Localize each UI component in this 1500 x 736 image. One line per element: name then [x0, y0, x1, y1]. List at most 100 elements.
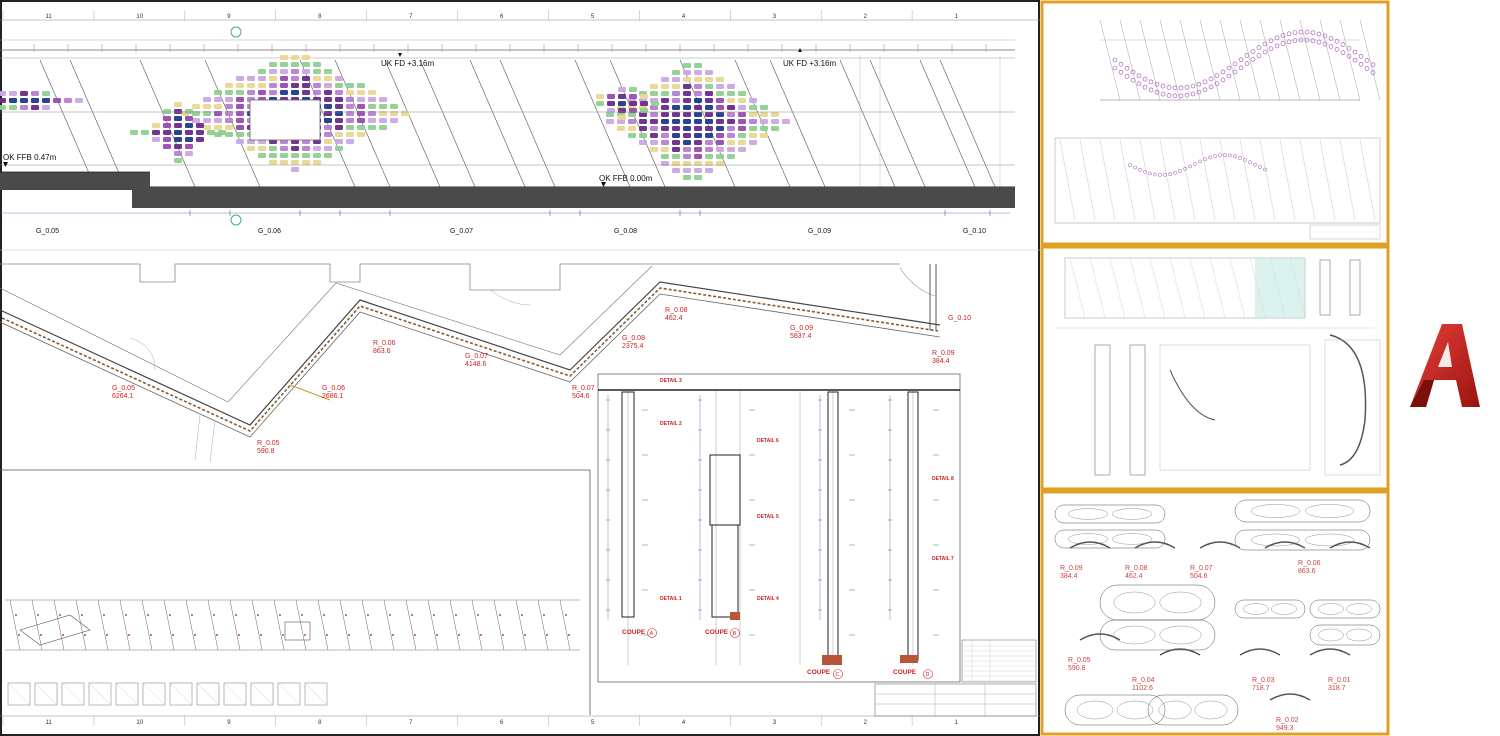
r007-value: 504.6 — [1190, 573, 1208, 580]
grid-col-top-10: 10 — [136, 14, 143, 20]
panel-label-g006: G_0.06 — [258, 228, 281, 235]
detail-8-label: DETAIL 8 — [932, 476, 954, 482]
coupe-d-label: COUPE — [893, 669, 917, 676]
grid-col-bottom-9: 9 — [227, 720, 231, 726]
plan-value-g_007: 4148.6 — [465, 361, 487, 368]
grid-col-top-2: 2 — [864, 14, 868, 20]
grid-col-top-11: 11 — [45, 14, 52, 20]
sheet3-radius-labels: R_0.09 384.4 R_0.08 462.4 R_0.07 504.6 R… — [1060, 560, 1351, 732]
plan-value-g_006: 2686.1 — [322, 393, 344, 400]
r008-value: 462.4 — [1125, 573, 1143, 580]
panel-label-g009: G_0.09 — [808, 228, 831, 235]
panel-label-g010: G_0.10 — [963, 228, 986, 235]
panel-label-g005: G_0.05 — [36, 228, 59, 235]
plan-label-g_006: G_0.06 — [322, 385, 345, 392]
coupe-b-label: COUPE — [705, 629, 729, 636]
grid-col-top-4: 4 — [682, 14, 686, 20]
r004-label: R_0.04 — [1132, 677, 1155, 684]
plan-value-r_006: 863.6 — [373, 348, 391, 355]
plan-value-r_009: 384.4 — [932, 358, 950, 365]
thumbnail-sheet-2 — [1040, 245, 1390, 491]
r002-label: R_0.02 — [1276, 717, 1299, 724]
grid-col-top-1: 1 — [955, 14, 959, 20]
r006-value: 863.6 — [1298, 568, 1316, 575]
plan-segment-labels: G_0.056264.1R_0.05590.8G_0.062686.1R_0.0… — [112, 307, 971, 455]
title-block — [874, 639, 1037, 717]
plan-label-g_010: G_0.10 — [948, 315, 971, 322]
grid-col-top-7: 7 — [409, 14, 413, 20]
panel-label-g007: G_0.07 — [450, 228, 473, 235]
grid-col-bottom-11: 11 — [45, 720, 52, 726]
grid-col-top-3: 3 — [773, 14, 777, 20]
plan-label-g_009: G_0.09 — [790, 325, 813, 332]
r006-label: R_0.06 — [1298, 560, 1321, 567]
developed-panels — [5, 599, 580, 706]
elevation-view: UK FD +3.16m UK FD +3.16m OK FFB 0.47m O… — [0, 26, 1015, 235]
detail-7-label: DETAIL 7 — [932, 556, 954, 562]
r003-value: 718.7 — [1252, 685, 1270, 692]
r003-label: R_0.03 — [1252, 677, 1275, 684]
r007-label: R_0.07 — [1190, 565, 1213, 572]
logo-letter: A — [1390, 312, 1391, 313]
plan-view: G_0.056264.1R_0.05590.8G_0.062686.1R_0.0… — [0, 263, 971, 463]
plan-label-r_007: R_0.07 — [572, 385, 595, 392]
coupe-a-label: COUPE — [622, 629, 646, 636]
plan-value-g_009: 5837.4 — [790, 333, 812, 340]
grid-col-bottom-8: 8 — [318, 720, 322, 726]
plan-label-g_005: G_0.05 — [112, 385, 135, 392]
r009-value: 384.4 — [1060, 573, 1078, 580]
level-label-uk-fd-right: UK FD +3.16m — [783, 59, 836, 68]
main-drawing: 11 10 9 8 7 6 5 4 3 2 1 11 10 9 8 7 6 5 4 3 2 1 UK FD +3.16m — [0, 0, 1040, 736]
plan-value-g_008: 2375.4 — [622, 343, 644, 350]
plan-value-g_005: 6264.1 — [112, 393, 134, 400]
r001-value: 318.7 — [1328, 685, 1346, 692]
grid-col-bottom-7: 7 — [409, 720, 413, 726]
grid-band-top: 11 10 9 8 7 6 5 4 3 2 1 — [0, 10, 1040, 21]
coupe-a-letter: A — [650, 631, 654, 637]
grid-col-top-8: 8 — [318, 14, 322, 20]
grid-col-bottom-3: 3 — [773, 720, 777, 726]
panel-label-g008: G_0.08 — [614, 228, 637, 235]
grid-col-top-5: 5 — [591, 14, 595, 20]
detail-5-label: DETAIL 5 — [757, 514, 779, 520]
plan-label-r_008: R_0.08 — [665, 307, 688, 314]
plan-label-r_006: R_0.06 — [373, 340, 396, 347]
thumbnail-sheet-3 — [1040, 490, 1390, 736]
detail-1-label: DETAIL 1 — [660, 596, 682, 602]
coupe-c-letter: C — [836, 672, 840, 678]
autocad-logo-icon: A — [1390, 312, 1480, 407]
coupe-b-letter: B — [733, 631, 737, 637]
r005-label: R_0.05 — [1068, 657, 1091, 664]
r009-label: R_0.09 — [1060, 565, 1083, 572]
level-label-ok-ffb-center: OK FFB 0.00m — [599, 174, 653, 183]
window-opening — [249, 99, 321, 141]
level-label-uk-fd-left: UK FD +3.16m — [381, 59, 434, 68]
coupe-d-letter: D — [926, 672, 930, 678]
plan-value-r_008: 462.4 — [665, 315, 683, 322]
sections-sheet: DETAIL 3 DETAIL 2 DETAIL 1 DETAIL 6 DETA… — [597, 373, 961, 683]
plan-label-g_007: G_0.07 — [465, 353, 488, 360]
r002-value: 949.3 — [1276, 725, 1294, 732]
floor-slab — [0, 172, 1015, 208]
grid-col-bottom-1: 1 — [955, 720, 959, 726]
grid-col-top-9: 9 — [227, 14, 231, 20]
detail-3-label: DETAIL 3 — [660, 378, 682, 384]
grid-col-bottom-6: 6 — [500, 720, 504, 726]
detail-4-label: DETAIL 4 — [757, 596, 779, 602]
plan-label-r_005: R_0.05 — [257, 440, 280, 447]
grid-col-bottom-2: 2 — [864, 720, 868, 726]
r005-value: 590.8 — [1068, 665, 1086, 672]
coupe-c-label: COUPE — [807, 669, 831, 676]
detail-2-label: DETAIL 2 — [660, 421, 682, 427]
plan-value-r_007: 504.6 — [572, 393, 590, 400]
r008-label: R_0.08 — [1125, 565, 1148, 572]
r001-label: R_0.01 — [1328, 677, 1351, 684]
grid-col-top-6: 6 — [500, 14, 504, 20]
sheet-thumbnails: R_0.09 384.4 R_0.08 462.4 R_0.07 504.6 R… — [1040, 0, 1390, 736]
r004-value: 1102.6 — [1132, 685, 1153, 692]
plan-label-r_009: R_0.09 — [932, 350, 955, 357]
plan-label-g_008: G_0.08 — [622, 335, 645, 342]
grid-col-bottom-10: 10 — [136, 720, 143, 726]
